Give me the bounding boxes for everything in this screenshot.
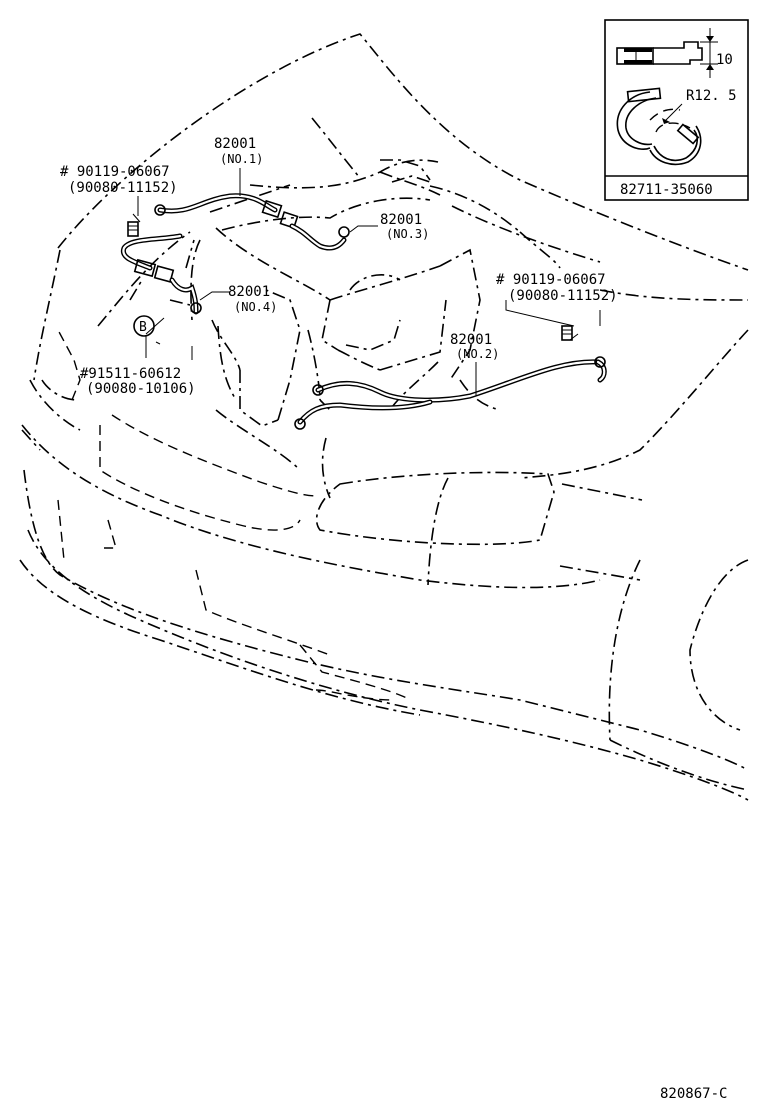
dimension-height-value: 10 <box>716 52 733 68</box>
alt-part-number: (90080-11152) <box>508 288 618 304</box>
b-marker-icon <box>133 315 155 337</box>
dimension-height: 10 <box>700 28 733 78</box>
callout-bolt-b: B #91511-60612 (90080-10106) <box>80 315 196 397</box>
part-sub: (NO.4) <box>234 300 277 314</box>
callout-bolt-right: # 90119-06067 (90080-11152) <box>496 272 618 304</box>
callout-no2: 82001 (NO.2) <box>450 332 499 361</box>
clip-round-icon <box>616 87 702 166</box>
ground-strap-no3 <box>289 223 350 251</box>
part-number: #91511-60612 <box>80 366 181 382</box>
part-number: # 90119-06067 <box>496 272 606 288</box>
clip-side-icon <box>616 41 703 65</box>
part-number: # 90119-06067 <box>60 164 170 180</box>
part-number: 82001 <box>214 136 256 152</box>
b-marker-label: B <box>139 320 147 335</box>
inset-part-number: 82711-35060 <box>620 182 713 198</box>
dimension-radius: R12. 5 <box>662 88 737 124</box>
part-sub: (NO.2) <box>456 347 499 361</box>
car-body-outline <box>19 33 749 801</box>
part-sub: (NO.1) <box>220 152 263 166</box>
callout-bolt-left: # 90119-06067 (90080-11152) <box>60 164 178 196</box>
ground-strap-no1 <box>120 193 299 271</box>
clip-detail-inset: 10 R12. 5 82711-35060 <box>604 19 749 201</box>
diagram-id: 820867-C <box>660 1086 727 1102</box>
bolt-right-icon <box>561 325 579 341</box>
ground-strap-no2 <box>294 356 607 430</box>
engine-outline <box>129 117 521 499</box>
part-sub: (NO.3) <box>386 227 429 241</box>
leader-lines <box>137 168 601 396</box>
callout-no4: 82001 (NO.4) <box>228 284 277 314</box>
part-number: 82001 <box>380 212 422 228</box>
alt-part-number: (90080-10106) <box>86 381 196 397</box>
bolt-left-icon <box>127 213 141 237</box>
alt-part-number: (90080-11152) <box>68 180 178 196</box>
part-number: 82001 <box>450 332 492 348</box>
callout-no1: 82001 (NO.1) <box>214 136 263 166</box>
ground-strap-no4 <box>133 258 202 315</box>
callout-no3: 82001 (NO.3) <box>380 212 429 241</box>
dimension-radius-value: R12. 5 <box>686 88 737 104</box>
part-number: 82001 <box>228 284 270 300</box>
